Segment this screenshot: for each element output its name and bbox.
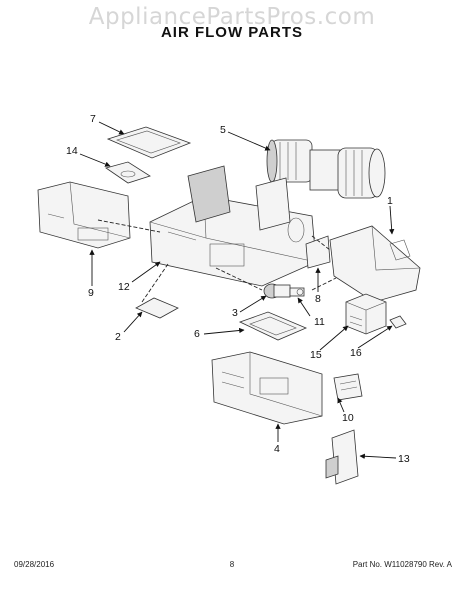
callout-6: 6	[194, 328, 200, 340]
part-4-vent-grille	[211, 351, 323, 425]
part-2-plate	[135, 297, 179, 319]
part-5-blower-motor	[266, 139, 386, 199]
footer-page-number: 8	[230, 560, 235, 569]
part-1-air-guide	[329, 225, 421, 303]
part-6-cover-plate	[238, 311, 308, 341]
callout-14: 14	[66, 145, 78, 157]
leader-5	[227, 131, 271, 151]
leader-15	[319, 325, 349, 351]
assembly-line-12-8	[311, 235, 331, 251]
part-13-vertical-plate	[325, 429, 359, 485]
leader-10	[337, 397, 345, 413]
callout-7: 7	[90, 113, 96, 125]
assembly-line-base-2	[141, 263, 169, 303]
callout-8: 8	[315, 293, 321, 305]
leader-3	[239, 295, 267, 313]
callout-4: 4	[274, 443, 280, 455]
part-15-transformer	[345, 293, 387, 335]
callout-10: 10	[342, 412, 354, 424]
callout-13: 13	[398, 453, 410, 465]
callout-3: 3	[232, 307, 238, 319]
leader-12	[131, 261, 161, 283]
part-7-filter-tray	[106, 126, 192, 159]
assembly-line-9-12	[97, 219, 161, 233]
callout-16: 16	[350, 347, 362, 359]
leader-13	[359, 453, 397, 459]
callout-11: 11	[314, 316, 325, 328]
callout-9: 9	[88, 287, 94, 299]
part-12-base-housing	[149, 165, 317, 287]
assembly-line-duct	[311, 277, 337, 291]
callout-1: 1	[387, 195, 393, 207]
leader-1	[388, 205, 395, 235]
part-3-motor	[263, 283, 291, 299]
leader-16	[357, 325, 393, 349]
part-14-grille-plate	[105, 161, 151, 184]
callout-15: 15	[310, 349, 322, 361]
part-10-label	[333, 373, 363, 401]
footer-date: 09/28/2016	[14, 560, 55, 569]
footer-part-number: Part No. W11028790 Rev. A	[353, 560, 453, 569]
leader-2	[123, 311, 143, 333]
page-title: AIR FLOW PARTS	[161, 24, 303, 41]
leader-7	[98, 121, 125, 135]
watermark-text: AppliancePartsPros.com	[89, 4, 375, 30]
callout-12: 12	[118, 281, 130, 293]
part-16-connector	[389, 315, 407, 329]
leader-6	[203, 327, 245, 335]
part-11-coupling	[289, 287, 305, 297]
leader-14	[79, 153, 111, 167]
part-9-air-duct	[37, 181, 131, 249]
assembly-line-12-motor	[215, 267, 263, 291]
callout-5: 5	[220, 124, 226, 136]
leader-11	[297, 297, 311, 317]
callout-2: 2	[115, 331, 121, 343]
part-8-bracket	[305, 235, 331, 269]
